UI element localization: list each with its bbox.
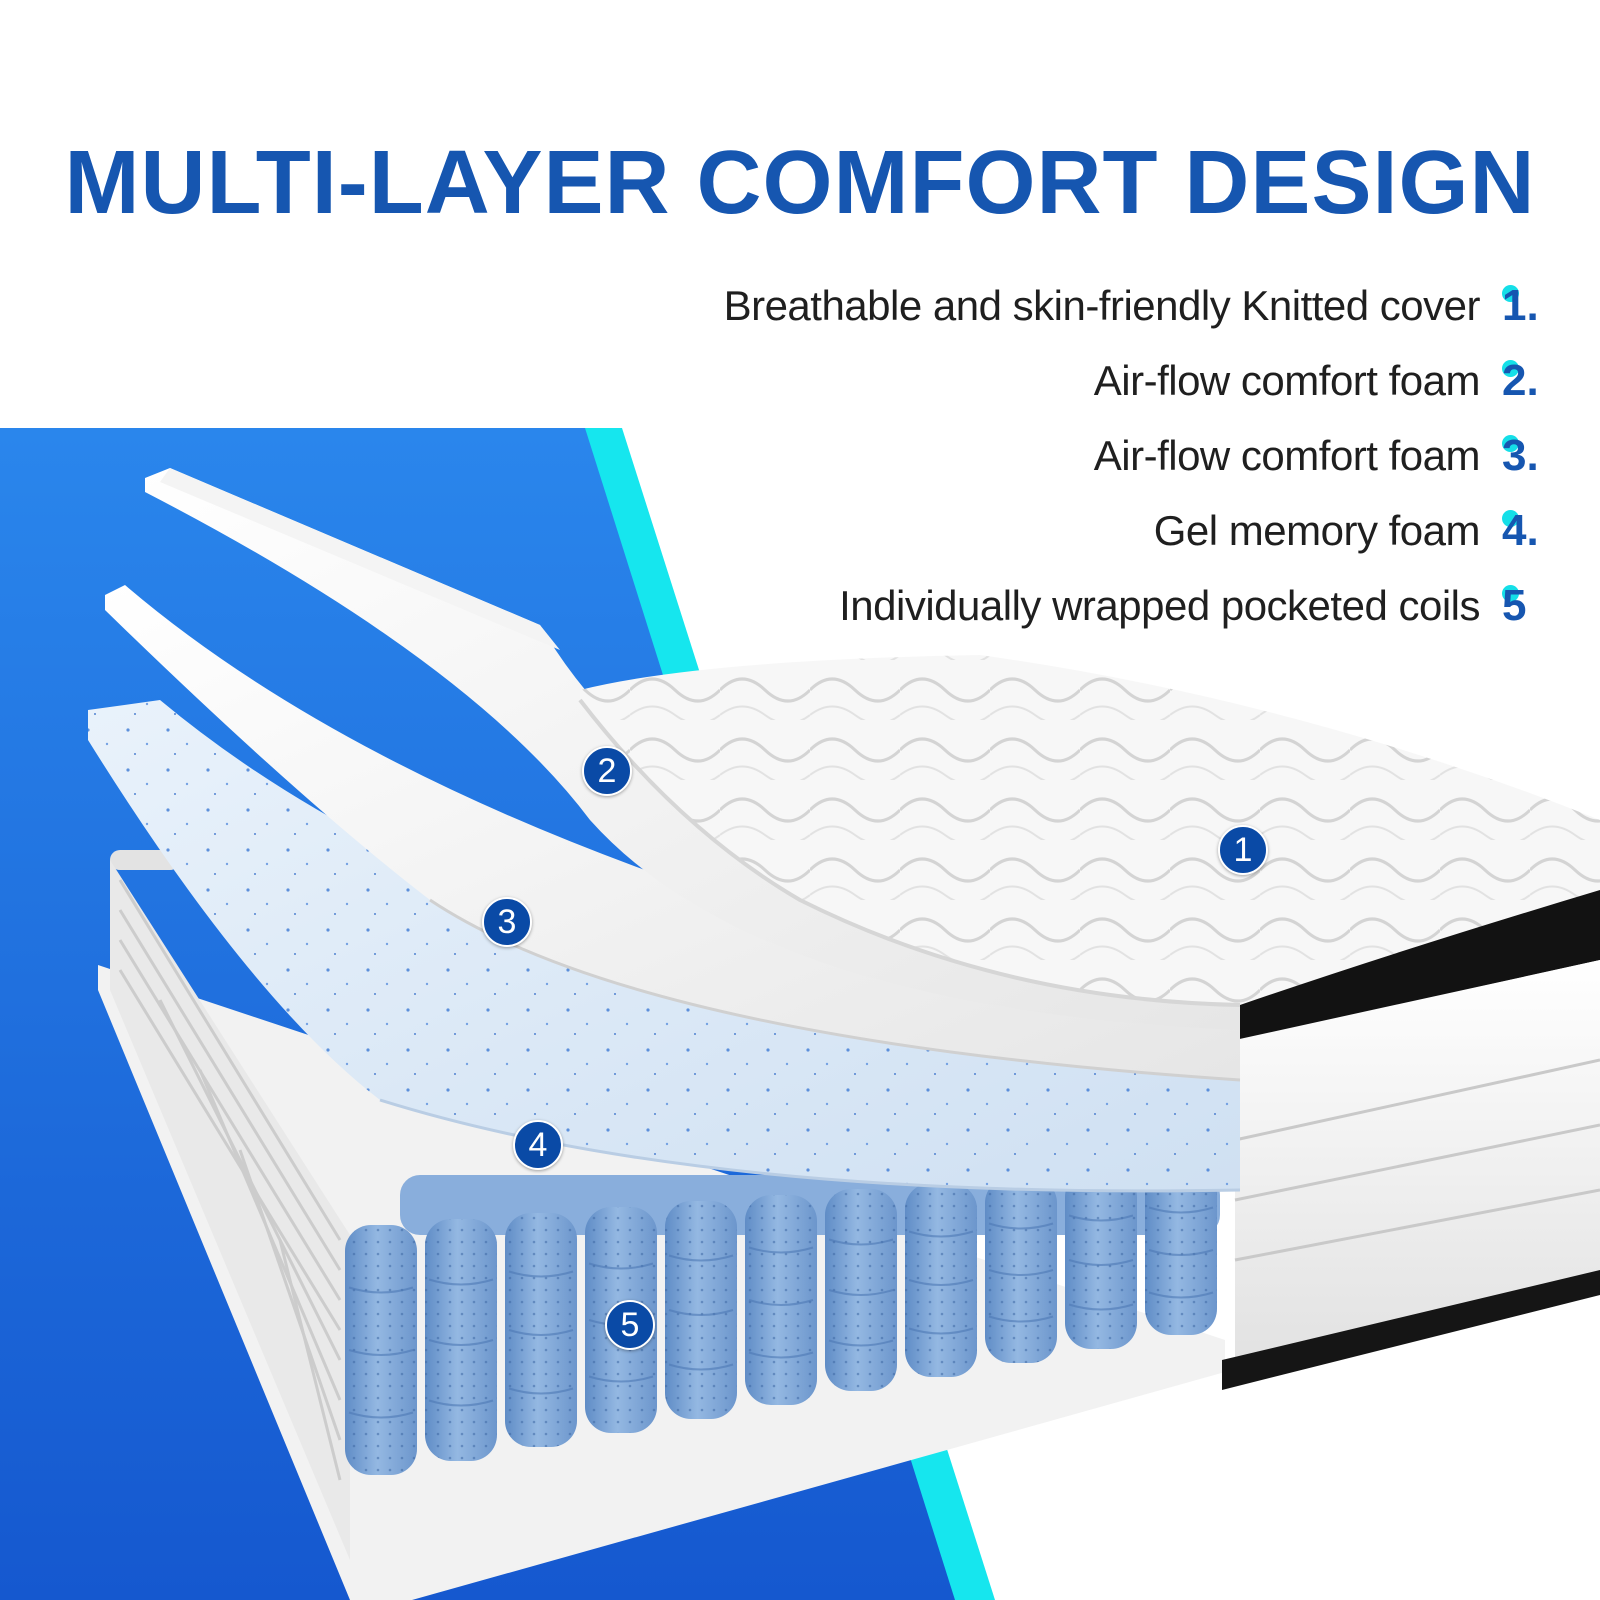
airflow-foam-upper [145, 468, 1240, 1030]
layer-label-5: Individually wrapped pocketed coils [839, 581, 1480, 629]
layer-row-1: Breathable and skin-friendly Knitted cov… [560, 268, 1560, 343]
layer-row-3: Air-flow comfort foam 3. [560, 418, 1560, 493]
callout-badge-2: 2 [582, 746, 632, 796]
callout-badge-4: 4 [513, 1120, 563, 1170]
pocket-coils [345, 1165, 1220, 1475]
layer-row-2: Air-flow comfort foam 2. [560, 343, 1560, 418]
callout-badge-3: 3 [482, 897, 532, 947]
layer-number-5: 5 [1502, 580, 1527, 630]
callout-badge-1: 1 [1218, 825, 1268, 875]
page-title: MULTI-LAYER COMFORT DESIGN [64, 133, 1536, 233]
layer-list: Breathable and skin-friendly Knitted cov… [560, 268, 1560, 643]
layer-label-4: Gel memory foam [1153, 506, 1481, 554]
layer-label-1: Breathable and skin-friendly Knitted cov… [723, 281, 1481, 329]
layer-number-3: 3. [1502, 430, 1539, 480]
layer-number-1: 1. [1502, 280, 1539, 330]
airflow-foam-lower [105, 585, 1240, 1080]
layer-label-3: Air-flow comfort foam [1093, 431, 1481, 479]
layer-number-2: 2. [1502, 355, 1539, 405]
mattress-side-white [1235, 960, 1600, 1360]
knitted-cover [580, 655, 1600, 1005]
side-coils-grey [110, 850, 350, 1560]
layer-row-5: Individually wrapped pocketed coils 5 [560, 568, 1560, 643]
mattress-side-black-bottom [1222, 1270, 1600, 1390]
callout-badge-5: 5 [605, 1300, 655, 1350]
mattress-side-black-top [1240, 885, 1600, 1040]
layer-number-4: 4. [1502, 505, 1539, 555]
layer-label-2: Air-flow comfort foam [1093, 356, 1481, 404]
layer-row-4: Gel memory foam 4. [560, 493, 1560, 568]
